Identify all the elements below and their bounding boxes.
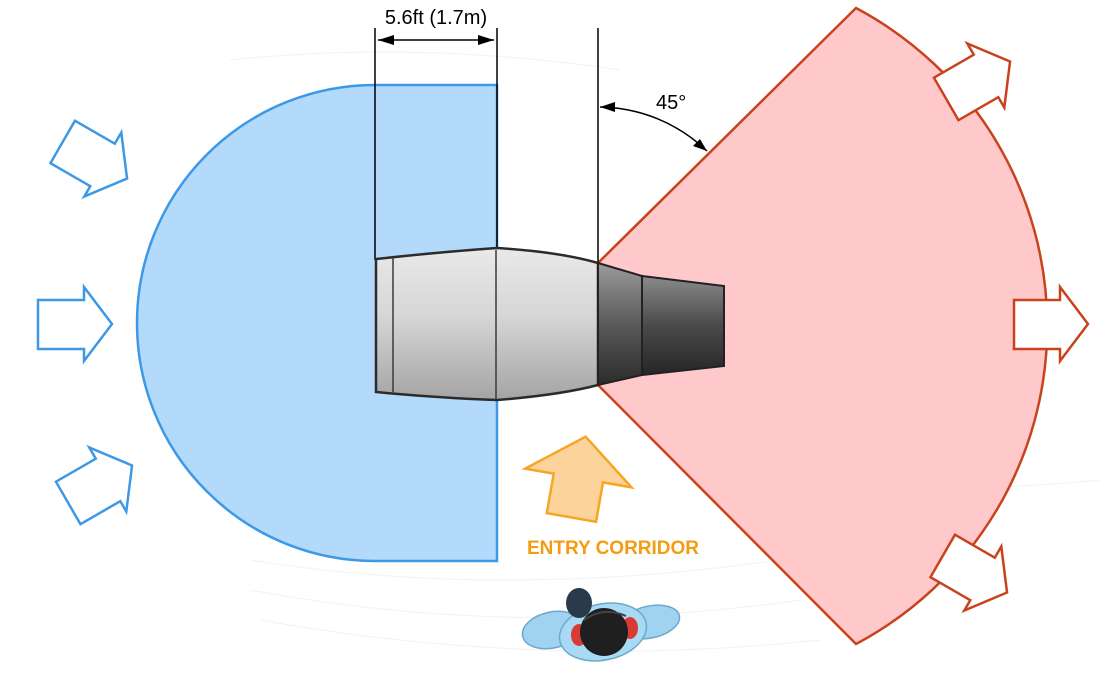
intake-clearance-dimension [374, 28, 498, 260]
exhaust-angle-dimension [597, 28, 708, 262]
exhaust-airflow-arrow-icon [1012, 283, 1090, 365]
jet-engine [374, 246, 725, 402]
engine-nozzle [597, 261, 643, 387]
intake-hazard-zone [135, 83, 499, 563]
worker-head [566, 588, 592, 618]
entry-direction-arrow-icon [521, 435, 635, 524]
intake-airflow-arrows [36, 119, 134, 526]
intake-airflow-arrow-icon [48, 119, 129, 200]
entry-corridor-label: ENTRY CORRIDOR [527, 538, 699, 559]
exhaust-airflow-arrow-icon [928, 533, 1009, 614]
engine-exhaust-cone [641, 274, 725, 377]
intake-clearance-label: 5.6ft (1.7m) [385, 7, 487, 29]
intake-airflow-arrow-icon [36, 283, 114, 365]
intake-airflow-arrow-icon [54, 444, 134, 526]
exhaust-airflow-arrow-icon [932, 40, 1012, 122]
engine-nacelle [374, 246, 600, 402]
headset-band [583, 610, 627, 621]
exhaust-angle-label: 45° [656, 92, 686, 114]
exhaust-airflow-arrows [928, 40, 1090, 614]
ground-crew-worker-icon [521, 588, 681, 662]
worker-helmet [580, 608, 628, 656]
